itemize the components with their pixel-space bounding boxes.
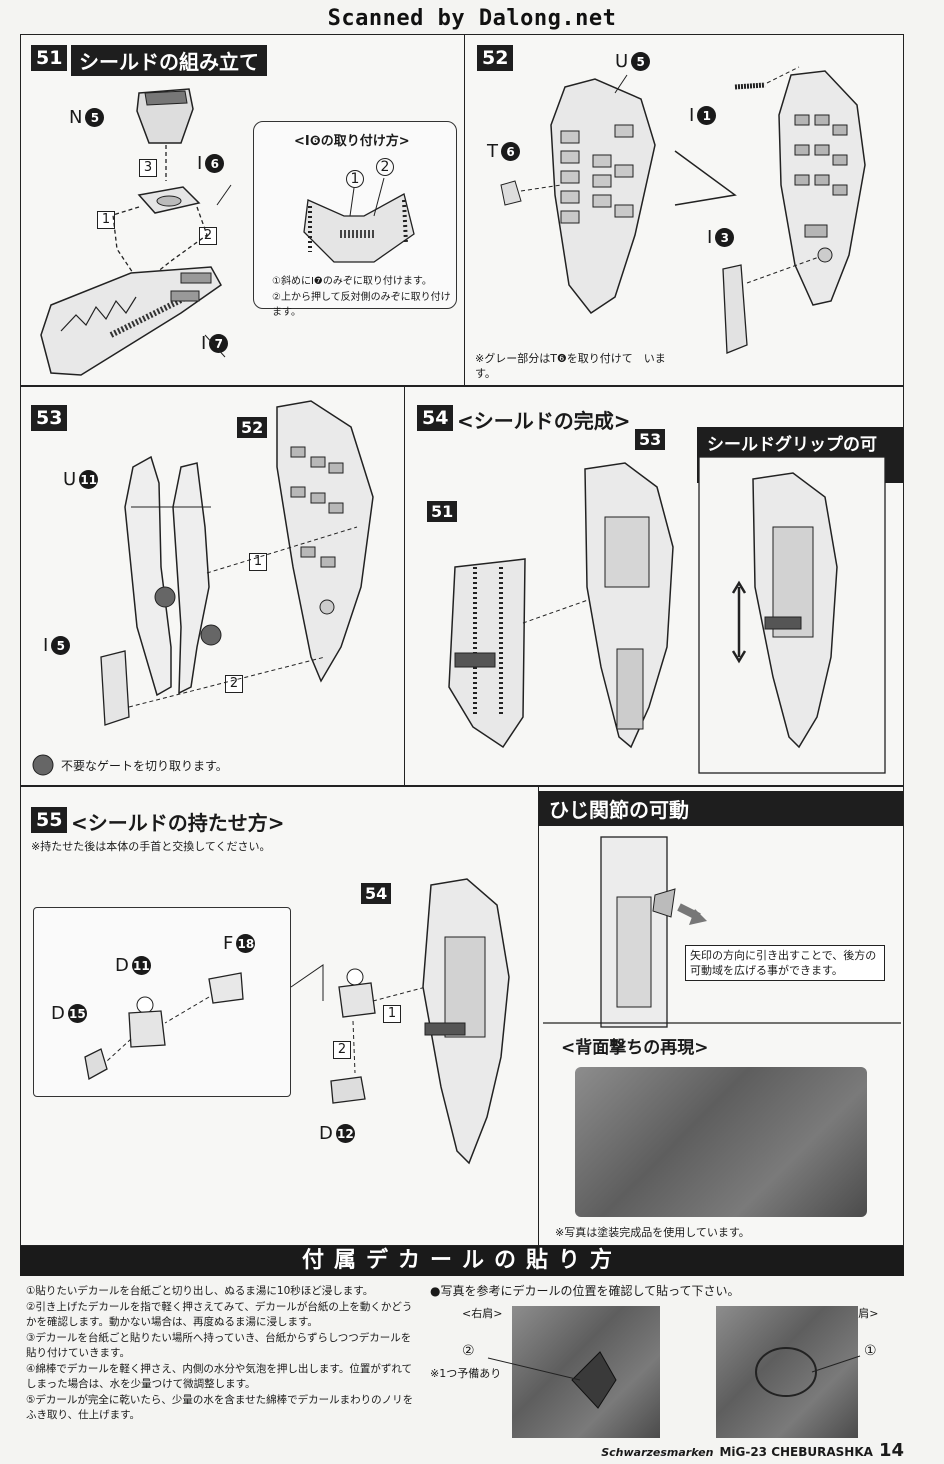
page-footer: Schwarzesmarken MiG-23 CHEBURASHKA 14 [601, 1440, 904, 1461]
ref-step-53: 53 [635, 429, 666, 450]
inset-drawing [303, 177, 415, 263]
decal-step-5: ⑤デカールが完全に乾いたら、少量の水を含ませた綿棒でデカールまわりのノリをふき取… [26, 1393, 414, 1422]
shield-cover-drawing [32, 400, 374, 776]
gate-cut-note: 不要なゲートを切り取ります。 [61, 759, 228, 773]
left-shoulder-photo [716, 1306, 858, 1438]
spare-note: ※1つ予備あり [430, 1367, 502, 1380]
i6-mounting-inset: <I❻の取り付け方> 1 2 ①斜めにI❼のみぞに取り付けます。 ②上から押して… [253, 121, 457, 318]
step-55-panel: 55 <シールドの持たせ方> ※持たせた後は本体の手首と交換してください。 54… [20, 786, 540, 1246]
arrow-step-1: 1 [249, 553, 267, 571]
back-shot-photo [575, 1067, 867, 1217]
right-shoulder-label: <右肩> [462, 1307, 503, 1320]
scanner-credit: Scanned by Dalong.net [327, 6, 617, 31]
elbow-note: 矢印の方向に引き出すことで、後方の 可動域を広げる事ができます。 [685, 945, 887, 981]
step-54-panel: 54 <シールドの完成> 51 53 シールドグリップの可動 [404, 386, 904, 786]
decal-step-4: ④綿棒でデカールを軽く押さえ、内側の水分や気泡を押し出します。位置がずれてしまっ… [26, 1362, 413, 1391]
step-number: 53 [31, 405, 68, 431]
inset-note-2: ②上から押して反対側のみぞに取り付けます。 [272, 292, 451, 318]
right-shoulder-photo [512, 1306, 660, 1438]
step-number: 54 [417, 405, 454, 431]
decal-num-2: ② [462, 1343, 475, 1359]
decal-step-2: ②引き上げたデカールを指で軽く押さえてみて、デカールが台紙の上を動くかどうかを確… [26, 1300, 413, 1329]
hand-swap-note: ※持たせた後は本体の手首と交換してください。 [31, 840, 271, 853]
arrow-step-1: 1 [383, 1005, 401, 1023]
step-number: 55 [31, 807, 68, 833]
hand-shield-drawing [84, 878, 510, 1165]
gray-part-note: ※グレー部分はT❻を取り付けて います。 [475, 352, 666, 380]
model-name: MiG-23 CHEBURASHKA [719, 1445, 873, 1459]
inset-note-1: ①斜めにI❼のみぞに取り付けます。 [272, 276, 432, 287]
page-number: 14 [878, 1440, 904, 1461]
decal-title: 付属デカールの貼り方 [20, 1246, 904, 1276]
back-shot-title: <背面撃ちの再現> [561, 1038, 709, 1058]
step-title: シールドの組み立て [71, 45, 267, 76]
decal-num-1: ① [864, 1343, 877, 1359]
step-number: 51 [31, 45, 68, 71]
series-name: Schwarzesmarken [601, 1446, 714, 1459]
step-title: <シールドの持たせ方> [71, 811, 285, 835]
step-title: <シールドの完成> [457, 409, 631, 433]
inset-num-2: 2 [376, 158, 394, 176]
hand-inset [33, 907, 291, 1097]
step-number: 52 [477, 45, 514, 71]
shield-inner-drawing [500, 66, 866, 354]
decal-step-1: ①貼りたいデカールを台紙ごと切り出し、ぬるま湯に10秒ほど浸します。 [26, 1285, 374, 1297]
photo-caption: ●写真を参考にデカールの位置を確認して貼って下さい。 [430, 1284, 740, 1298]
photo-note: ※写真は塗装完成品を使用しています。 [555, 1226, 750, 1239]
elbow-title: ひじ関節の可動 [539, 791, 903, 826]
elbow-drawing [543, 836, 901, 1028]
decal-instructions: ①貼りたいデカールを台紙ごと切り出し、ぬるま湯に10秒ほど浸します。 ②引き上げ… [26, 1284, 416, 1424]
inset-num-1: 1 [346, 170, 364, 188]
ref-step-51: 51 [427, 501, 458, 522]
arrow-step-2: 2 [333, 1041, 351, 1059]
ref-step-52: 52 [237, 417, 268, 438]
ref-step-54: 54 [361, 883, 392, 904]
arrow-step-3: 3 [139, 159, 157, 177]
arrow-step-1: 1 [97, 211, 115, 229]
arrow-step-2: 2 [199, 227, 217, 245]
grip-part-drawing [40, 88, 232, 376]
decal-step-3: ③デカールを台紙ごと貼りたい場所へ持っていき、台紙からずらしつつデカールを貼り付… [26, 1331, 412, 1360]
inset-title: <I❻の取り付け方> [294, 134, 410, 149]
shield-complete-drawing [448, 456, 886, 774]
elbow-panel: ひじ関節の可動 矢印の方向に引き出すことで、後方の 可動域を広げる事ができます。… [538, 786, 904, 1246]
